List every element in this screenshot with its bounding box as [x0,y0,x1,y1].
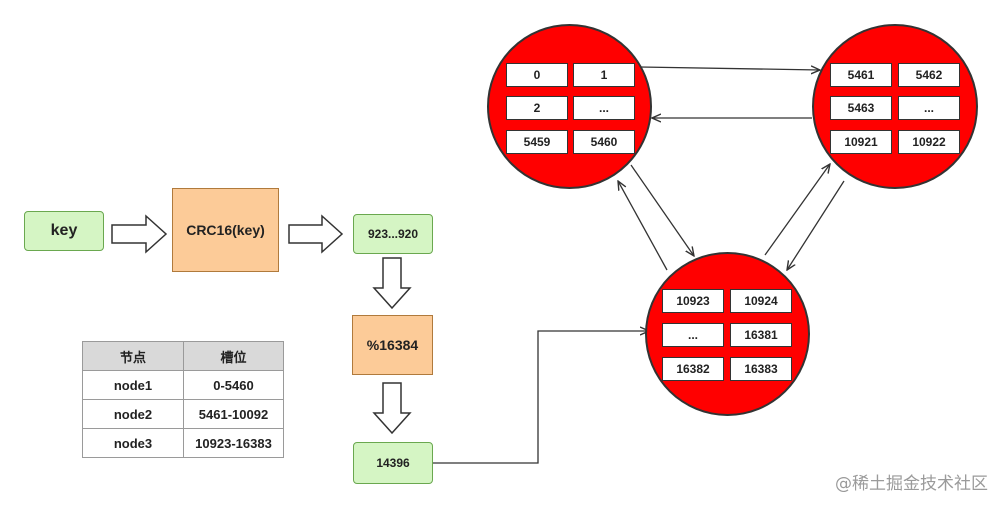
table-cell-slots: 10923-16383 [183,428,284,458]
table-cell-node: node3 [82,428,184,458]
block-arrow-key-to-crc [111,214,168,254]
block-arrow-hash-to-mod [372,257,412,310]
crc16-box: CRC16(key) [172,188,279,272]
mod-box: %16384 [352,315,433,375]
node-slot-table: 节点 槽位 node1 0-5460 node2 5461-10092 node… [82,341,284,458]
table-header-node: 节点 [82,341,184,371]
slot-cell: 10924 [730,289,792,313]
arrow-node3-to-node2 [764,164,830,256]
arrow-slot-to-node3 [433,331,649,464]
slot-cell: 16383 [730,357,792,381]
table-row: node2 5461-10092 [82,399,284,429]
slot-cell: 5459 [506,130,568,154]
arrow-node1-to-node3 [630,164,694,256]
table-row: node1 0-5460 [82,370,284,400]
slot-cell: 5461 [830,63,892,87]
table-header-slot: 槽位 [183,341,284,371]
table-cell-node: node1 [82,370,184,400]
table-row: node3 10923-16383 [82,428,284,458]
cluster-node-3: 10923 10924 ... 16381 16382 16383 [645,252,810,416]
hash-result-box: 923...920 [353,214,433,254]
slot-cell: 1 [573,63,635,87]
table-cell-slots: 0-5460 [183,370,284,400]
slot-cell: 10922 [898,130,960,154]
table-cell-slots: 5461-10092 [183,399,284,429]
key-box: key [24,211,104,251]
cluster-node-1: 0 1 2 ... 5459 5460 [487,24,652,189]
slot-cell: 2 [506,96,568,120]
slot-cell: 10923 [662,289,724,313]
block-arrow-crc-to-hash [288,214,344,254]
slot-cell: ... [662,323,724,347]
slot-cell: 0 [506,63,568,87]
slot-cell: 5463 [830,96,892,120]
slot-cell: 5462 [898,63,960,87]
table-header-row: 节点 槽位 [82,341,284,371]
arrow-node2-to-node3 [787,180,845,270]
slot-result-box: 14396 [353,442,433,484]
arrow-node3-to-node1 [618,181,668,271]
slot-cell: ... [573,96,635,120]
slot-cell: 16381 [730,323,792,347]
block-arrow-mod-to-slot [372,382,412,435]
slot-cell: ... [898,96,960,120]
watermark-text: @稀土掘金技术社区 [835,474,988,494]
arrow-node1-to-node2 [639,67,820,70]
slot-cell: 10921 [830,130,892,154]
slot-cell: 16382 [662,357,724,381]
table-cell-node: node2 [82,399,184,429]
cluster-node-2: 5461 5462 5463 ... 10921 10922 [812,24,978,189]
slot-cell: 5460 [573,130,635,154]
